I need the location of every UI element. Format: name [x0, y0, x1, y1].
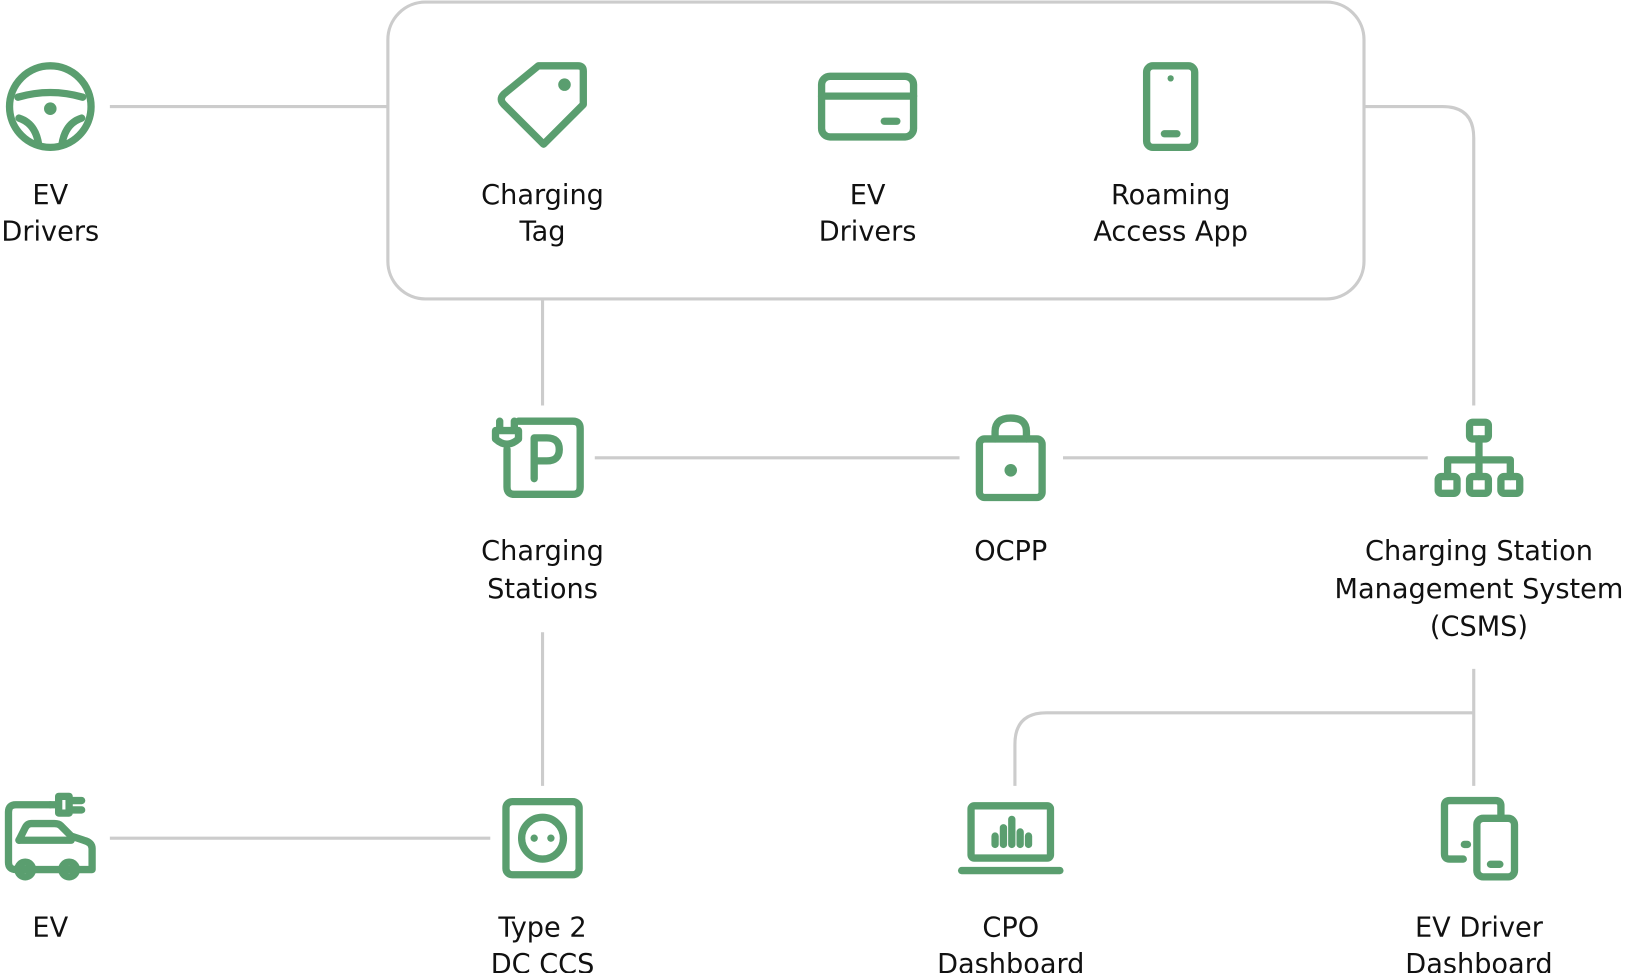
node-label: Drivers	[1, 216, 99, 247]
credit-card-icon	[817, 72, 918, 141]
node-label: EV	[32, 912, 68, 943]
node-label: Type 2	[497, 912, 586, 943]
smartphone-icon	[1142, 62, 1199, 152]
steering-wheel-icon	[5, 62, 95, 152]
node-label: (CSMS)	[1430, 611, 1528, 642]
node-label: Access App	[1093, 216, 1248, 247]
socket-icon	[502, 797, 583, 879]
node-label: OCPP	[974, 536, 1047, 567]
node-label: Tag	[519, 216, 566, 247]
node-label: Charging	[481, 180, 604, 211]
node-label: Dashboard	[1405, 949, 1552, 973]
node-label: Roaming	[1111, 180, 1230, 211]
node-label: CPO	[982, 912, 1039, 943]
node-label: Dashboard	[937, 949, 1084, 973]
node-label: Management System	[1335, 574, 1624, 605]
node-label: DC CCS	[491, 949, 595, 973]
node-label: EV	[850, 180, 886, 211]
hierarchy-icon	[1434, 418, 1524, 497]
node-label: Charging Station	[1365, 536, 1593, 567]
laptop-chart-icon	[957, 802, 1064, 875]
node-label: EV Driver	[1415, 912, 1544, 943]
node-label: Charging	[481, 536, 604, 567]
node-label: Drivers	[819, 216, 917, 247]
lock-icon	[975, 414, 1046, 502]
connector-line	[1364, 105, 1476, 406]
node-label: Stations	[487, 574, 598, 605]
node-label: EV	[32, 180, 68, 211]
electric-car-icon	[4, 792, 96, 881]
tag-icon	[497, 62, 587, 148]
access-methods-group	[386, 0, 1366, 301]
charging-station-parking-icon	[491, 417, 584, 498]
devices-icon	[1440, 796, 1519, 881]
connector-line	[1013, 668, 1476, 786]
